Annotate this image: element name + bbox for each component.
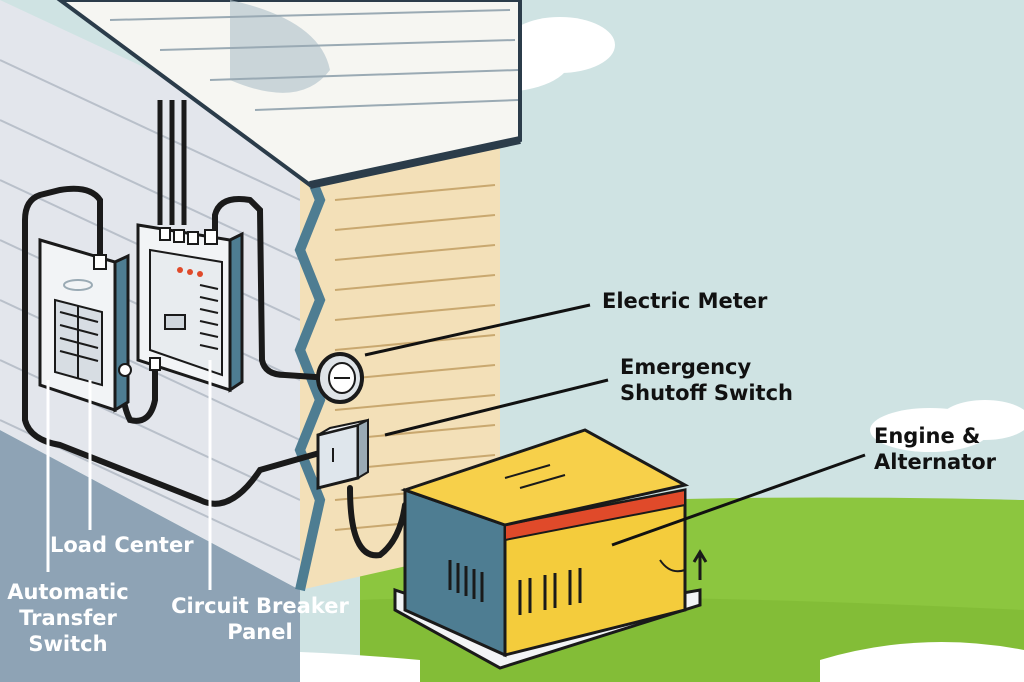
roof-lines bbox=[109, 9, 519, 111]
load-center-label: Load Center bbox=[50, 533, 194, 557]
ats-label-line3: Switch bbox=[28, 632, 108, 656]
roof-fascia bbox=[309, 136, 521, 189]
electric-meter bbox=[316, 352, 364, 404]
engine-leader bbox=[611, 453, 866, 547]
cloud bbox=[870, 400, 1024, 452]
service-wires bbox=[157, 100, 187, 225]
wall-shadow bbox=[0, 430, 300, 682]
breaker-label-line2: Panel bbox=[227, 620, 293, 644]
electric-meter-label: Electric Meter bbox=[602, 289, 768, 313]
ats-label-line1: Automatic bbox=[7, 580, 129, 604]
ats-label-line2: Transfer bbox=[19, 606, 117, 630]
ground-edge bbox=[820, 642, 1024, 682]
white-callout-lines bbox=[46, 360, 212, 590]
load-center-box bbox=[38, 237, 132, 413]
engine-label-line1: Engine & bbox=[874, 424, 981, 448]
shutoff-switch-label-line1: Emergency bbox=[620, 355, 752, 379]
shutoff-switch-label-line2: Shutoff Switch bbox=[620, 381, 793, 405]
emergency-shutoff-switch bbox=[316, 418, 369, 490]
generator bbox=[393, 428, 708, 670]
breaker-label-line1: Circuit Breaker bbox=[171, 594, 349, 618]
electric-meter-leader bbox=[364, 303, 591, 357]
callout-lines bbox=[364, 303, 866, 547]
circuit-breaker-panel bbox=[136, 223, 244, 393]
engine-label-line2: Alternator bbox=[874, 450, 997, 474]
corner-trim bbox=[294, 148, 326, 592]
shutoff-switch-leader bbox=[384, 378, 609, 437]
